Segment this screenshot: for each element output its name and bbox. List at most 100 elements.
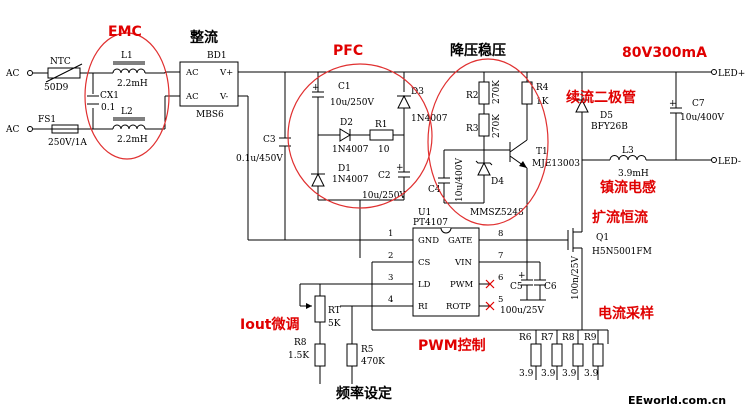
section-ballast-inductor: 镇流电感 bbox=[600, 179, 656, 196]
c7-label: C7 bbox=[692, 99, 705, 109]
resistor-r6 bbox=[530, 343, 542, 367]
c5-plus: + bbox=[518, 271, 526, 281]
r4-label: R4 bbox=[536, 83, 549, 93]
pin-num-8: 8 bbox=[498, 229, 503, 239]
bd1-label: BD1 bbox=[207, 51, 227, 61]
d5-label: D5 bbox=[600, 111, 613, 121]
d1-value: 1N4007 bbox=[332, 175, 369, 185]
r2-value: 270K bbox=[492, 80, 502, 104]
t1-label: T1 bbox=[536, 147, 548, 157]
ic-pin-gate: GATE bbox=[448, 236, 472, 246]
bridge-rectifier-bd1 bbox=[179, 61, 239, 107]
c7-value: 10u/400V bbox=[680, 113, 724, 123]
resistor-r4 bbox=[521, 81, 533, 105]
d5-value: BFY26B bbox=[591, 122, 628, 132]
c3-label: C3 bbox=[263, 135, 276, 145]
section-current-sense: 电流采样 bbox=[598, 305, 654, 322]
inductor-l3 bbox=[609, 155, 647, 161]
r6-label: R6 bbox=[519, 333, 532, 343]
u1-value: PT4107 bbox=[413, 218, 448, 228]
bd1-pin-ac1: AC bbox=[185, 68, 199, 78]
section-rectifier: 整流 bbox=[189, 29, 218, 46]
q1-value: H5N5001FM bbox=[592, 247, 652, 257]
c4-value: 10u/400V bbox=[455, 158, 465, 202]
l2-value: 2.2mH bbox=[117, 135, 148, 145]
c7-plus: + bbox=[669, 99, 677, 109]
c2-plus: + bbox=[396, 163, 404, 173]
diode-d3 bbox=[397, 94, 411, 109]
main-rails bbox=[238, 71, 712, 241]
section-regulator: 降压稳压 bbox=[450, 42, 506, 59]
cx1-value: 0.1 bbox=[101, 103, 115, 113]
pfc-network bbox=[312, 72, 410, 258]
inductor-l1 bbox=[112, 68, 146, 74]
pin-num-2: 2 bbox=[388, 251, 393, 261]
ic-pin-ld: LD bbox=[418, 280, 431, 290]
zener-d4 bbox=[477, 161, 491, 176]
r5-value: 470K bbox=[361, 357, 385, 367]
q1-label: Q1 bbox=[596, 233, 609, 243]
ic-pin-cs: CS bbox=[418, 258, 431, 268]
resistor-r7 bbox=[551, 343, 563, 367]
bd1-pin-vplus: V+ bbox=[219, 68, 233, 78]
l1-value: 2.2mH bbox=[117, 79, 148, 89]
pin-num-5: 5 bbox=[498, 295, 503, 305]
ic-pin-vin: VIN bbox=[454, 258, 472, 268]
regulator-highlight bbox=[427, 58, 549, 226]
ic-u1 bbox=[412, 227, 480, 317]
inductor-l2 bbox=[112, 124, 146, 130]
diode-d1 bbox=[311, 172, 325, 187]
pin-num-1: 1 bbox=[388, 229, 393, 239]
fs1-value: 250V/1A bbox=[48, 138, 87, 148]
rt-value: 5K bbox=[328, 319, 341, 329]
rt-wiper bbox=[306, 303, 312, 309]
r3-label: R3 bbox=[466, 124, 479, 134]
r7-label: R7 bbox=[541, 333, 554, 343]
d2-label: D2 bbox=[340, 118, 353, 128]
r1-label: R1 bbox=[375, 120, 388, 130]
r3-value: 270K bbox=[492, 114, 502, 138]
pin-num-3: 3 bbox=[388, 273, 393, 283]
emc-highlight bbox=[84, 32, 170, 160]
resistor-r9 bbox=[592, 343, 604, 367]
c1-label: C1 bbox=[338, 82, 351, 92]
pin-num-6: 6 bbox=[498, 273, 503, 283]
bd1-pin-ac2: AC bbox=[185, 92, 199, 102]
section-pfc: PFC bbox=[333, 43, 363, 59]
d3-value: 1N4007 bbox=[411, 114, 448, 124]
d4-value: MMSZ5248 bbox=[470, 208, 524, 218]
ground-return bbox=[319, 380, 353, 384]
resistor-r5 bbox=[346, 343, 358, 367]
l3-value: 3.9mH bbox=[618, 169, 649, 179]
cx1-label: CX1 bbox=[100, 91, 119, 101]
r8-label: R8 bbox=[294, 338, 307, 348]
ntc-label: NTC bbox=[50, 57, 71, 67]
led-minus-terminal: LED- bbox=[718, 157, 741, 167]
resistor-r8 bbox=[314, 343, 326, 367]
watermark: EEworld.com.cn bbox=[628, 394, 726, 407]
ntc-value: 50D9 bbox=[44, 83, 69, 93]
ac-terminal-2: AC bbox=[5, 125, 19, 135]
sense-wiring bbox=[535, 330, 609, 380]
r1-value: 10 bbox=[378, 145, 390, 155]
c6-value: 100n/25V bbox=[571, 256, 581, 300]
d1-label: D1 bbox=[338, 164, 351, 174]
c5-value: 100u/25V bbox=[500, 306, 544, 316]
c4-label: C4 bbox=[428, 185, 441, 195]
diode-d5 bbox=[575, 98, 589, 113]
bd1-pin-vminus: V- bbox=[219, 92, 228, 102]
pin-num-7: 7 bbox=[498, 251, 503, 261]
section-pwm-control: PWM控制 bbox=[418, 337, 486, 354]
r9-value: 3.9 bbox=[584, 369, 599, 379]
c2-label: C2 bbox=[378, 171, 391, 181]
ic-pin-rotp: ROTP bbox=[446, 302, 471, 312]
resistor-r1 bbox=[369, 129, 394, 141]
r7-value: 3.9 bbox=[541, 369, 556, 379]
d4-label: D4 bbox=[491, 177, 504, 187]
regulator-network bbox=[438, 72, 528, 263]
bd1-part: MBS6 bbox=[196, 110, 224, 120]
c5-label: C5 bbox=[510, 282, 523, 292]
section-freq-set: 频率设定 bbox=[336, 385, 392, 402]
c1-plus: + bbox=[312, 83, 320, 93]
